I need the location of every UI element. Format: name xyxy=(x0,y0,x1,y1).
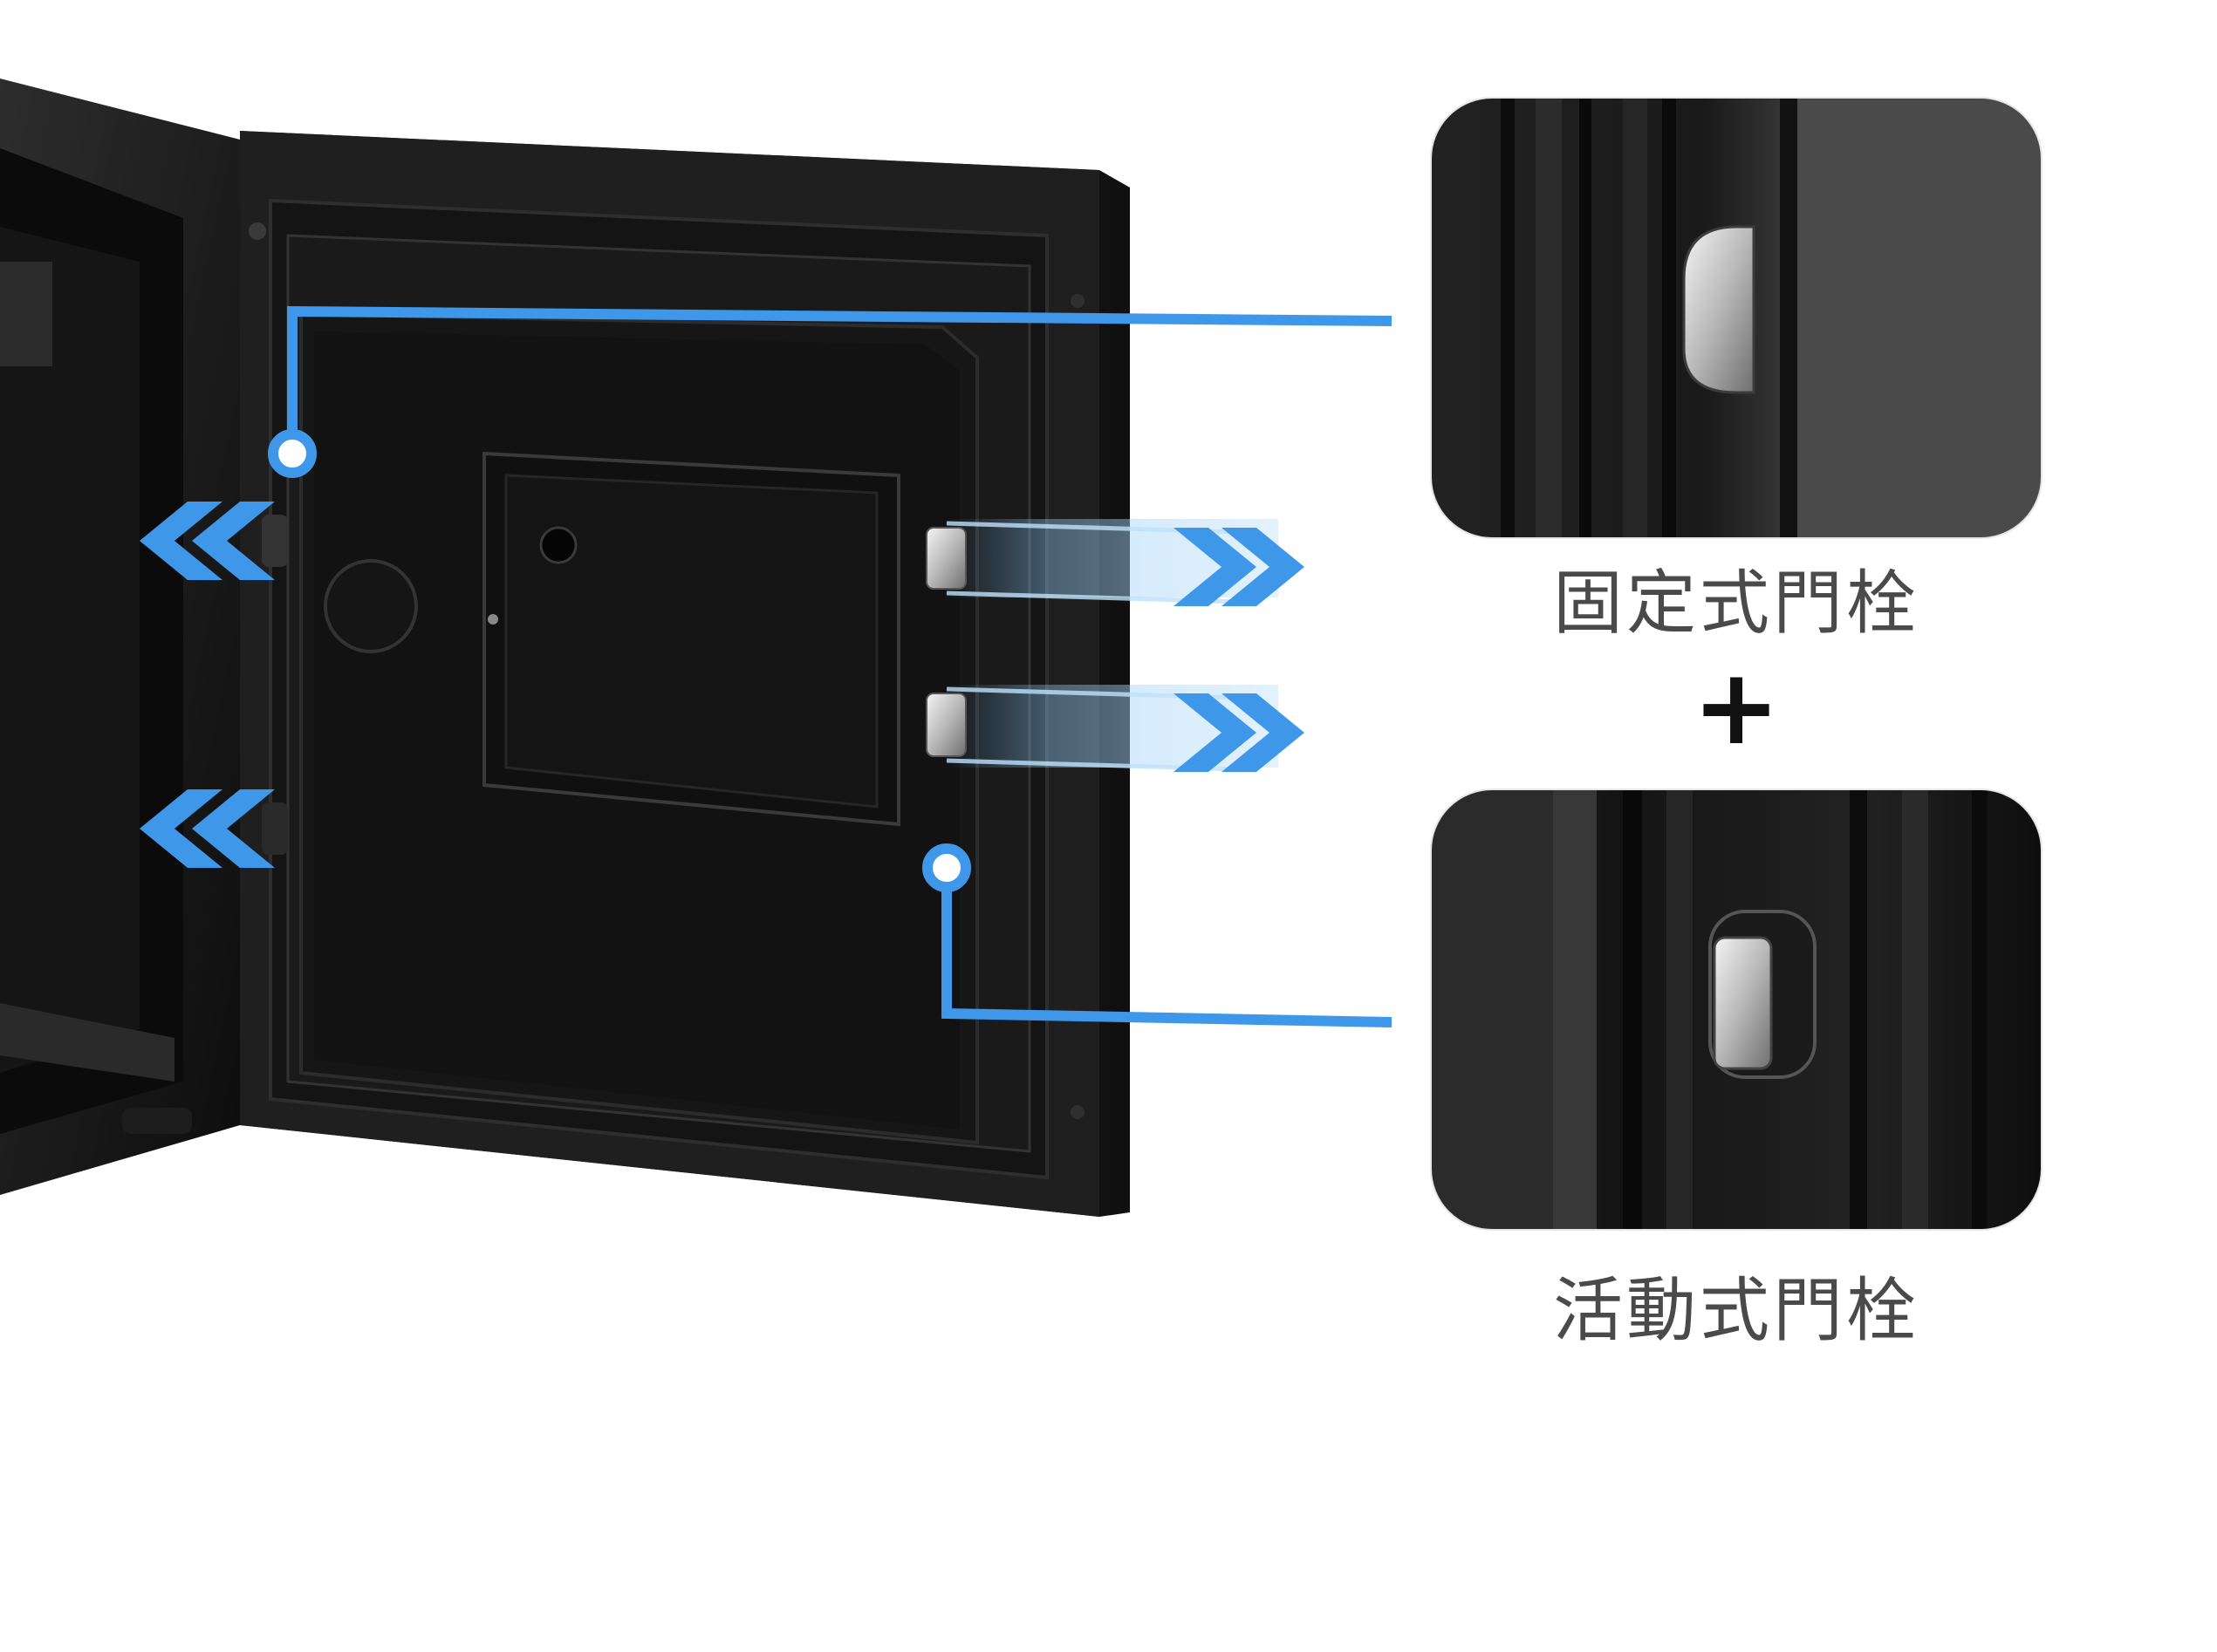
callout-line-fixed xyxy=(268,305,1392,478)
movable-bolt-detail-photo xyxy=(1431,789,2042,1230)
callout-line-movable xyxy=(922,843,1392,1027)
safe-door xyxy=(240,131,1130,1217)
fixed-bolt-label: 固定式門栓 xyxy=(1553,563,1919,644)
fixed-bolt-detail-photo xyxy=(1431,98,2042,538)
double-chevron-left-icon xyxy=(140,502,275,868)
safe-body xyxy=(0,79,240,1195)
double-chevron-right-icon xyxy=(1174,528,1304,772)
movable-bolt-label: 活動式門栓 xyxy=(1553,1270,1919,1351)
plus-sign: + xyxy=(1692,647,1781,768)
